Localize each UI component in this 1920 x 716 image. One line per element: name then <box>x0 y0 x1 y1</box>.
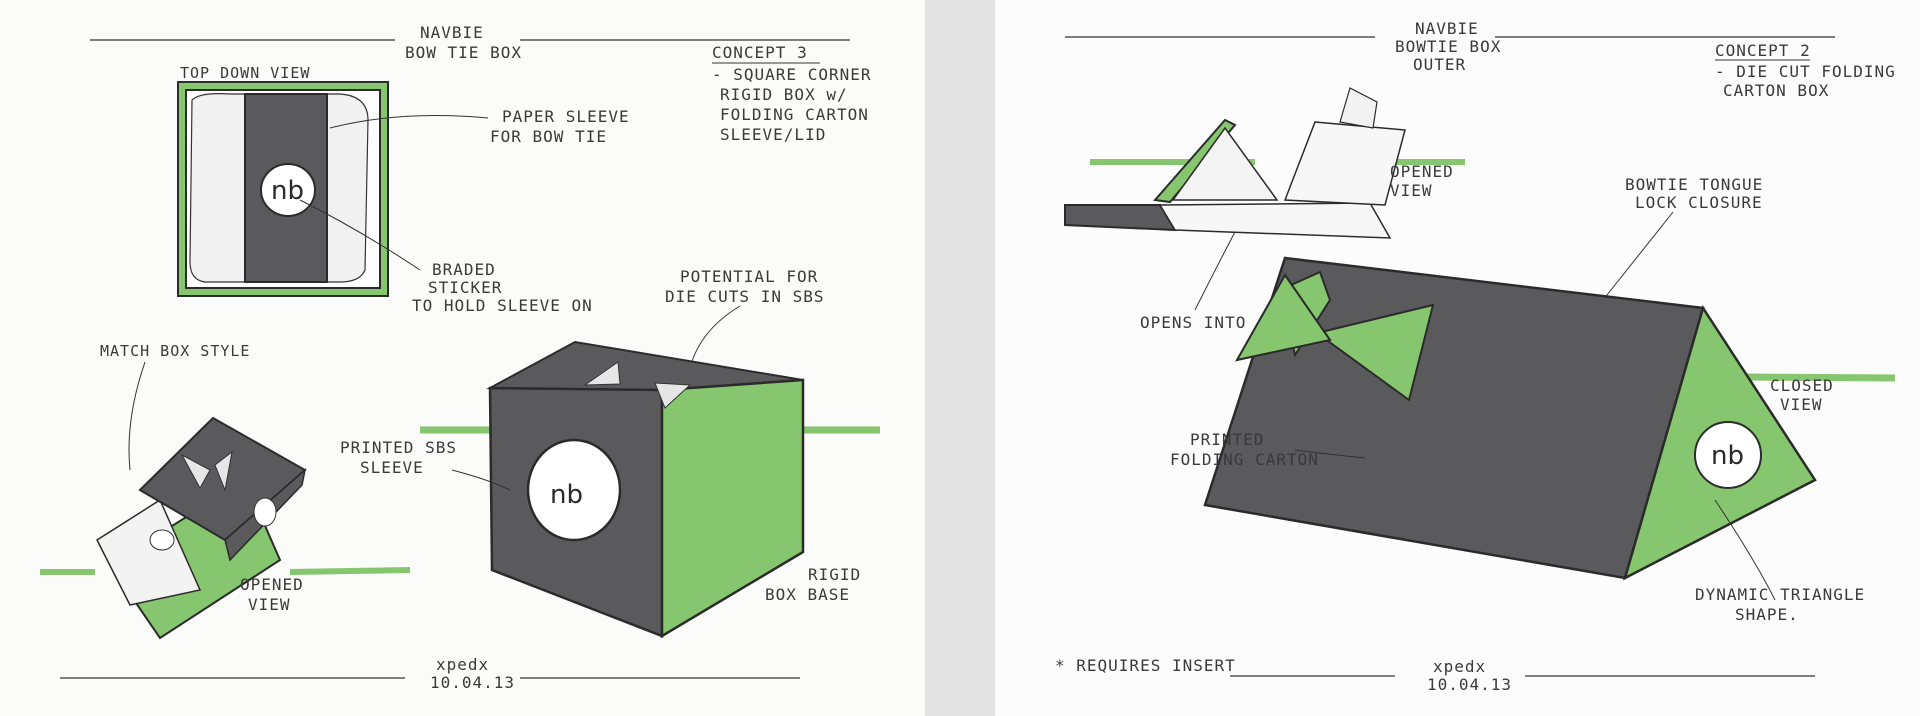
closed-label-1: CLOSED <box>1770 376 1834 395</box>
dynamic-label-1: DYNAMIC TRIANGLE <box>1695 585 1865 604</box>
footer-brand: xpedx <box>1433 657 1486 676</box>
title-line-2: BOW TIE BOX <box>405 43 522 62</box>
concept-3-drawing: NAVBIE BOW TIE BOX CONCEPT 3 - SQUARE CO… <box>40 23 880 692</box>
title-line-1: NAVBIE <box>1415 19 1479 38</box>
concept-heading: CONCEPT 3 <box>712 43 808 62</box>
left-opened-label-2: VIEW <box>248 595 291 614</box>
sheet-gap <box>925 0 995 716</box>
rigid-box-label-2: BOX BASE <box>765 585 850 604</box>
matchbox-sketch <box>96 416 307 640</box>
cube-logo: nb <box>550 480 583 510</box>
cube-sketch: nb <box>420 340 880 639</box>
sticker-label-1: BRADED <box>432 260 496 279</box>
footer-brand: xpedx <box>436 655 489 674</box>
potential-label-2: DIE CUTS IN SBS <box>665 287 825 306</box>
opened-flat-sketch <box>1064 87 1465 239</box>
concept-line-2: CARTON BOX <box>1723 81 1829 100</box>
tongue-label-2: LOCK CLOSURE <box>1635 193 1763 212</box>
top-down-box: nb <box>177 81 389 297</box>
footer-date: 10.04.13 <box>430 673 515 692</box>
concept-2-drawing: NAVBIE BOWTIE BOX OUTER CONCEPT 2 - DIE … <box>1055 19 1896 694</box>
left-opened-label-1: OPENED <box>240 575 304 594</box>
top-down-view-label: TOP DOWN VIEW <box>180 64 310 82</box>
paper-sleeve-label-2: FOR BOW TIE <box>490 127 607 146</box>
concept-line-4: SLEEVE/LID <box>720 125 826 144</box>
title-line-3: OUTER <box>1413 55 1466 74</box>
closed-label-2: VIEW <box>1780 395 1823 414</box>
concept-line-3: FOLDING CARTON <box>720 105 869 124</box>
potential-label-1: POTENTIAL FOR <box>680 267 818 286</box>
right-opened-label-2: VIEW <box>1390 181 1433 200</box>
tongue-label-1: BOWTIE TONGUE <box>1625 175 1763 194</box>
concept-line-2: RIGID BOX w/ <box>720 85 848 104</box>
triangle-box-sketch: nb <box>1203 256 1896 581</box>
paper-sleeve-label-1: PAPER SLEEVE <box>502 107 630 126</box>
concept-line-1: - SQUARE CORNER <box>712 65 872 84</box>
top-logo: nb <box>271 176 304 206</box>
printed-folding-label-1: PRINTED <box>1190 430 1264 449</box>
right-opened-label-1: OPENED <box>1390 162 1454 181</box>
concept-3-sheet: NAVBIE BOW TIE BOX CONCEPT 3 - SQUARE CO… <box>0 0 925 716</box>
concept-line-1: - DIE CUT FOLDING <box>1715 62 1896 81</box>
printed-folding-label-2: FOLDING CARTON <box>1170 450 1319 469</box>
dynamic-label-2: SHAPE. <box>1735 605 1799 624</box>
match-box-label: MATCH BOX STYLE <box>100 342 250 360</box>
footer-date: 10.04.13 <box>1427 675 1512 694</box>
printed-sbs-label-1: PRINTED SBS <box>340 438 457 457</box>
requires-insert-note: * REQUIRES INSERT <box>1055 656 1236 675</box>
printed-sbs-label-2: SLEEVE <box>360 458 424 477</box>
sticker-label-2: STICKER <box>428 278 502 297</box>
rigid-box-label-1: RIGID <box>808 565 861 584</box>
sticker-label-3: TO HOLD SLEEVE ON <box>412 296 593 315</box>
concept-heading: CONCEPT 2 <box>1715 41 1811 60</box>
triangle-logo: nb <box>1711 441 1744 471</box>
title-line-1: NAVBIE <box>420 23 484 42</box>
concept-2-sheet: NAVBIE BOWTIE BOX OUTER CONCEPT 2 - DIE … <box>995 0 1920 716</box>
title-line-2: BOWTIE BOX <box>1395 37 1501 56</box>
